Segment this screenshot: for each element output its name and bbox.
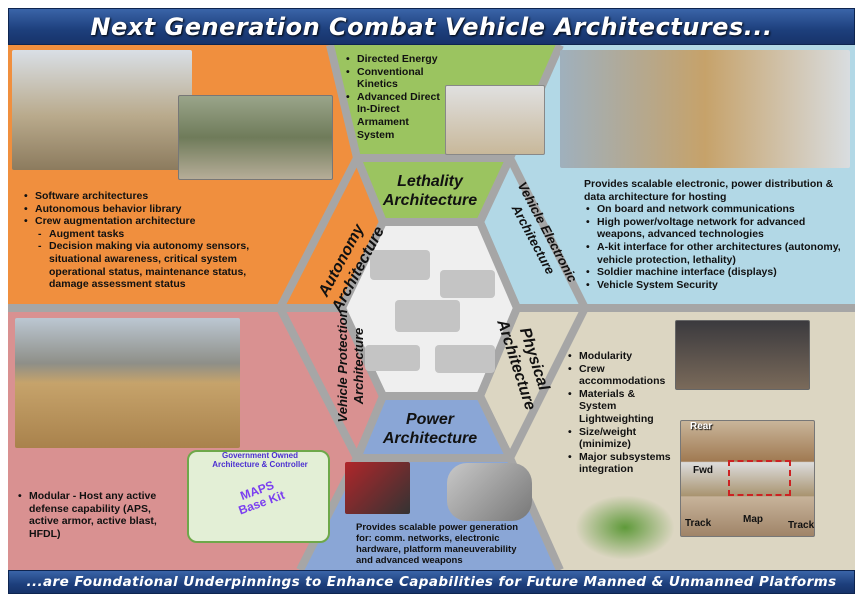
power-description: Provides scalable power generation for: …: [356, 522, 519, 566]
list-item: Size/weight (minimize): [566, 426, 674, 451]
list-item: A-kit interface for other architectures …: [584, 241, 846, 266]
power-architecture-label: Power Architecture: [380, 410, 480, 448]
list-subitem: Augment tasks: [22, 228, 287, 241]
power-engine-photo-1: [345, 462, 410, 514]
list-item: Soldier machine interface (displays): [584, 266, 846, 279]
crew-station-photo: [675, 320, 810, 390]
footer-bar: ...are Foundational Underpinnings to Enh…: [8, 570, 855, 594]
title-bar: Next Generation Combat Vehicle Architect…: [8, 8, 855, 45]
list-item: High power/voltage network for advanced …: [584, 216, 846, 241]
protection-battlefield-photo: [15, 318, 240, 448]
footer-text: ...are Foundational Underpinnings to Enh…: [26, 574, 837, 590]
list-item: Major subsystems integration: [566, 451, 674, 476]
list-item: Software architectures: [22, 190, 287, 203]
crew-seating-model: [575, 495, 675, 560]
photo-label-fwd: Fwd: [693, 465, 713, 476]
truck-convoy-photo: [12, 50, 192, 170]
list-item: Crew accommodations: [566, 363, 674, 388]
photo-label-track-right: Track: [788, 520, 815, 531]
maps-kit-panel: [187, 450, 330, 543]
protection-list: Modular - Host any active defense capabi…: [16, 490, 176, 540]
lethality-list: Directed Energy Conventional Kinetics Ad…: [344, 53, 444, 141]
vehicle-silhouettes: [365, 250, 495, 373]
list-item: Advanced Direct In-Direct Armament Syste…: [344, 91, 444, 141]
electronic-description: Provides scalable electronic, power dist…: [584, 178, 846, 291]
photo-label-track-left: Track: [685, 518, 712, 529]
list-item: On board and network communications: [584, 203, 846, 216]
test-site-photo: [680, 420, 815, 537]
label-text: Power Architecture: [382, 411, 478, 447]
list-item: Autonomous behavior library: [22, 203, 287, 216]
lethality-architecture-label: Lethality Architecture: [380, 172, 480, 210]
power-engine-photo-2: [447, 463, 532, 521]
armament-vehicle-photo: [445, 85, 545, 155]
list-item: Modularity: [566, 350, 674, 363]
maps-kit-caption: Government Owned Architecture & Controll…: [212, 451, 308, 469]
humvee-photo: [178, 95, 333, 180]
electronic-intro: Provides scalable electronic, power dist…: [584, 178, 834, 203]
label-text: Vehicle Protection Architecture: [335, 309, 366, 423]
list-item: Vehicle System Security: [584, 279, 846, 292]
photo-label-rear: Rear: [690, 421, 713, 432]
list-item: Materials & System Lightweighting: [566, 388, 674, 426]
page-title: Next Generation Combat Vehicle Architect…: [90, 12, 773, 41]
physical-list: Modularity Crew accommodations Materials…: [566, 350, 674, 476]
list-item: Directed Energy: [344, 53, 444, 66]
list-item: Modular - Host any active defense capabi…: [16, 490, 176, 540]
label-text: Lethality Architecture: [382, 173, 478, 209]
highlight-box: [728, 460, 791, 496]
list-item: Crew augmentation architecture: [22, 215, 287, 228]
autonomy-list: Software architectures Autonomous behavi…: [22, 190, 287, 291]
electronic-list: On board and network communications High…: [584, 203, 846, 291]
photo-label-map: Map: [743, 514, 763, 525]
list-item: Conventional Kinetics: [344, 66, 444, 91]
list-subitem: Decision making via autonomy sensors, si…: [22, 240, 287, 290]
electronics-hardware-photo: [560, 50, 850, 168]
